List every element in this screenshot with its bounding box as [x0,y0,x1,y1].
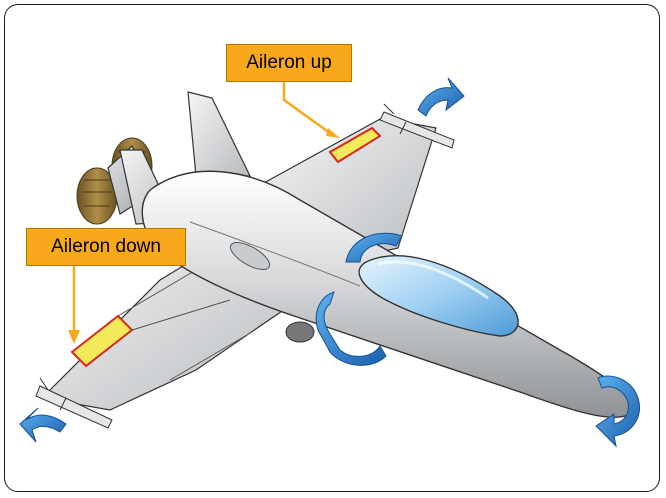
roll-arrow-icon [19,77,640,448]
aileron-down-label: Aileron down [26,228,186,266]
aileron-up-label: Aileron up [226,44,352,82]
wingtip-missiles [35,103,455,429]
canopy [358,255,519,337]
leader-lines [68,82,340,344]
aileron-up-surface [328,126,382,164]
